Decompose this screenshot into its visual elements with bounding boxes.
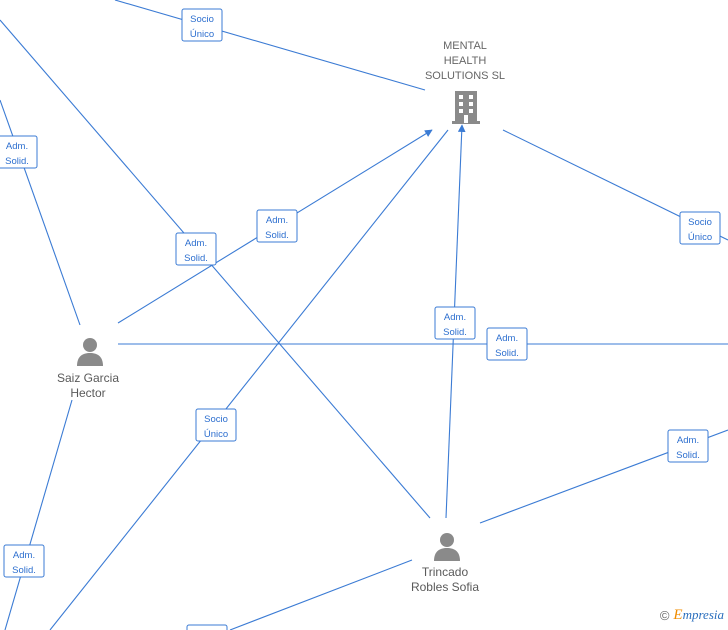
relation-badge-partial: [186, 624, 228, 630]
relation-label-line: Adm.: [496, 333, 518, 344]
building-icon[interactable]: [450, 89, 482, 125]
company-name[interactable]: MENTAL HEALTH SOLUTIONS SL: [405, 39, 525, 84]
relation-badge-box: [195, 408, 237, 442]
relation-label-line: Adm.: [13, 550, 35, 561]
relation-badge-box: [3, 544, 45, 578]
edge-top-to-company: [114, 0, 426, 91]
person-icon[interactable]: [75, 336, 105, 366]
relation-label-line: Solid.: [443, 327, 467, 338]
copyright-symbol: ©: [659, 608, 670, 623]
relation-label-line: Solid.: [5, 156, 29, 167]
relation-badge-box: [0, 135, 38, 169]
person-name-saiz[interactable]: Saiz Garcia Hector: [38, 371, 138, 401]
brand-rest: mpresia: [682, 607, 724, 622]
empresia-logo[interactable]: © Empresia: [660, 607, 724, 624]
brand-initial: E: [673, 607, 683, 623]
company-name-line-3: SOLUTIONS SL: [424, 70, 506, 82]
relation-label-line: Solid.: [265, 230, 289, 241]
relation-label-line: Solid.: [676, 450, 700, 461]
person-name-saiz-line-1: Saiz Garcia: [56, 371, 120, 385]
relation-badge-box: [175, 232, 217, 266]
relation-badge-box: [434, 306, 476, 340]
relation-badge[interactable]: Adm. Solid.: [175, 232, 217, 266]
relation-label-line: Solid.: [12, 565, 36, 576]
relation-badge-box: [486, 327, 528, 361]
person-name-trincado-line-2: Robles Sofia: [410, 580, 480, 594]
relation-badge-box: [256, 209, 298, 243]
edge-saiz-to-bottom-left: [4, 399, 73, 630]
relation-label-line: Único: [688, 232, 712, 243]
person-name-trincado-line-1: Trincado: [421, 565, 469, 579]
person-name-saiz-line-2: Hector: [70, 386, 106, 400]
company-name-line-2: HEALTH: [443, 55, 487, 67]
relation-badge[interactable]: Adm. Solid.: [667, 429, 709, 463]
relation-badge[interactable]: Adm. Solid.: [0, 135, 38, 169]
edge-trincado-to-bottom: [229, 559, 413, 630]
relation-label-line: Socio: [204, 414, 228, 425]
relation-label-line: Adm.: [677, 435, 699, 446]
relation-label-line: Solid.: [495, 348, 519, 359]
relation-label-line: Socio: [190, 14, 214, 25]
edge-left-curve-to-saiz: [0, 99, 81, 326]
relation-label-line: Adm.: [6, 141, 28, 152]
relation-badge[interactable]: Adm. Solid.: [434, 306, 476, 340]
relation-label-line: Adm.: [266, 215, 288, 226]
relation-label-line: Socio: [688, 217, 712, 228]
relation-badge[interactable]: Adm. Solid.: [256, 209, 298, 243]
relation-badge-box: [679, 211, 721, 245]
relation-badge[interactable]: Adm. Solid.: [3, 544, 45, 578]
relation-label-line: Adm.: [185, 238, 207, 249]
relation-label-line: Solid.: [184, 253, 208, 264]
relation-label-line: Adm.: [444, 312, 466, 323]
relation-badge[interactable]: Adm. Solid.: [486, 327, 528, 361]
relation-label-line: Único: [204, 429, 228, 440]
person-icon[interactable]: [432, 531, 462, 561]
edge-left-top-diagonal: [0, 19, 431, 519]
relation-badge-box: [181, 8, 223, 42]
relation-label-line: Único: [190, 29, 214, 40]
edge-bottom-to-company: [49, 129, 449, 630]
person-name-trincado[interactable]: Trincado Robles Sofia: [395, 565, 495, 595]
relation-labels: SocioÚnicoAdm.Solid.Adm.Solid.Adm.Solid.…: [0, 8, 721, 578]
relation-badge-box: [667, 429, 709, 463]
company-name-line-1: MENTAL: [443, 40, 487, 52]
